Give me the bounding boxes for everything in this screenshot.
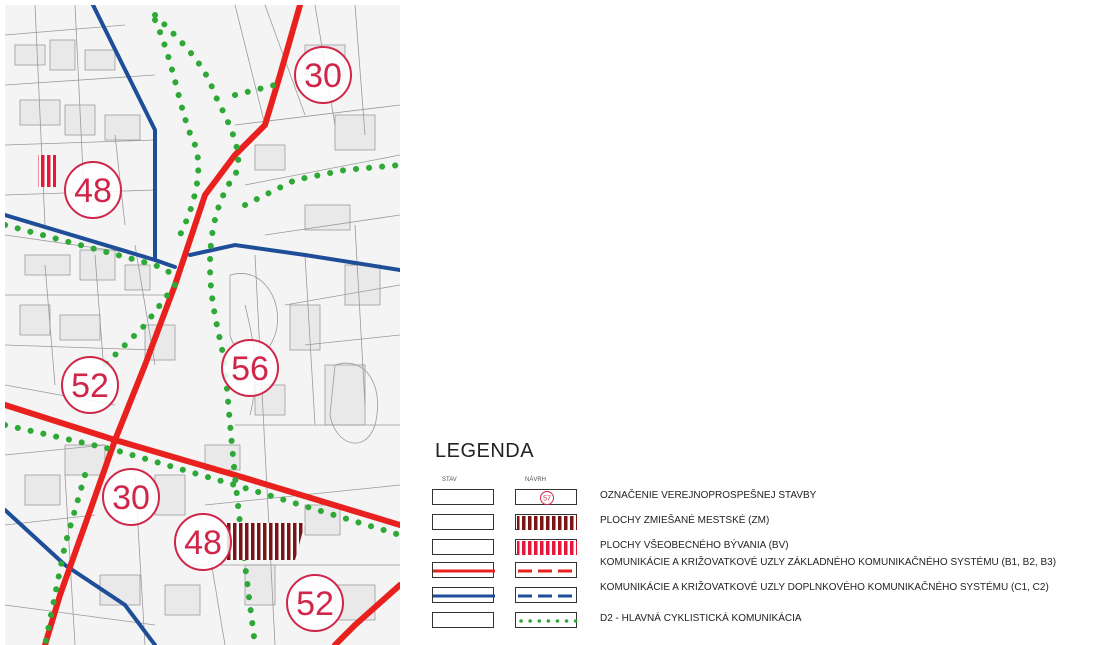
secondary-road <box>91 5 157 262</box>
legend-label: PLOCHY VŠEOBECNÉHO BÝVANIA (BV) <box>600 540 789 551</box>
stav-swatch <box>432 612 494 628</box>
main-road-stav-icon <box>432 562 495 578</box>
marker-layer: 30 48 52 56 30 48 52 <box>61 46 352 632</box>
secondary-road-layer <box>5 5 400 645</box>
map-marker-label: 30 <box>304 57 342 95</box>
legend-label: KOMUNIKÁCIE A KRIŽOVATKOVÉ UZLY DOPLNKOV… <box>600 582 1049 593</box>
secondary-road-stav-icon <box>432 587 495 603</box>
cycle-route <box>5 222 178 278</box>
cycle-route <box>152 17 202 238</box>
stav-swatch <box>432 539 494 555</box>
map-marker: 52 <box>286 574 344 632</box>
legend: LEGENDA STAV NÁVRH 57 OZNAČENIE VEREJNOP… <box>430 440 1095 640</box>
map-marker-circle <box>286 574 344 632</box>
map-marker: 30 <box>102 468 160 526</box>
map-marker: 48 <box>174 513 232 571</box>
map-marker-label: 56 <box>231 350 269 388</box>
map-marker-circle <box>102 468 160 526</box>
legend-row: PLOCHY ZMIEŠANÉ MESTSKÉ (ZM) <box>430 512 1095 534</box>
mixed-zone-hatch-icon <box>515 514 577 530</box>
main-road <box>5 402 400 528</box>
map-marker-circle <box>294 46 352 104</box>
residential-zone <box>38 155 56 187</box>
marker-icon: 57 <box>515 489 577 505</box>
legend-row: D2 - HLAVNÁ CYKLISTICKÁ KOMUNIKÁCIA <box>430 610 1095 632</box>
secondary-road-line-icon <box>515 587 577 603</box>
map-marker-circle <box>61 356 119 414</box>
secondary-road <box>5 508 157 645</box>
cycle-route <box>242 162 400 208</box>
secondary-road <box>5 213 177 269</box>
legend-col-navrh: NÁVRH <box>525 477 547 483</box>
map-marker-label: 48 <box>184 524 222 562</box>
cycle-route-layer <box>5 12 400 645</box>
residential-zone-hatch-icon <box>515 539 577 555</box>
map-marker: 56 <box>221 339 279 397</box>
cycle-route-dotted-icon <box>515 612 578 628</box>
cycle-route <box>42 472 88 645</box>
secondary-road <box>188 242 400 272</box>
main-road <box>332 582 400 645</box>
urban-plan-map: 30 48 52 56 30 48 52 <box>5 5 400 645</box>
map-marker-label: 48 <box>74 172 112 210</box>
map-marker: 52 <box>61 356 119 414</box>
legend-col-stav: STAV <box>442 477 457 483</box>
map-marker: 48 <box>64 161 122 219</box>
legend-row: KOMUNIKÁCIE A KRIŽOVATKOVÉ UZLY DOPLNKOV… <box>430 583 1095 607</box>
map-marker-circle <box>174 513 232 571</box>
map-marker: 30 <box>294 46 352 104</box>
map-marker-circle <box>64 161 122 219</box>
legend-row: 57 OZNAČENIE VEREJNOPROSPEŠNEJ STAVBY <box>430 487 1095 509</box>
stav-swatch <box>432 514 494 530</box>
legend-label: KOMUNIKÁCIE A KRIŽOVATKOVÉ UZLY ZÁKLADNÉ… <box>600 557 1057 568</box>
legend-title: LEGENDA <box>435 440 535 462</box>
stav-swatch <box>432 489 494 505</box>
map-marker-circle <box>221 339 279 397</box>
mixed-zone <box>225 523 305 560</box>
cycle-route <box>102 282 178 368</box>
legend-row: KOMUNIKÁCIE A KRIŽOVATKOVÉ UZLY ZÁKLADNÉ… <box>430 558 1095 582</box>
legend-label: PLOCHY ZMIEŠANÉ MESTSKÉ (ZM) <box>600 515 770 526</box>
legend-label: D2 - HLAVNÁ CYKLISTICKÁ KOMUNIKÁCIA <box>600 613 802 624</box>
main-road-line-icon <box>515 562 577 578</box>
map-marker-label: 52 <box>71 367 109 405</box>
legend-row: PLOCHY VŠEOBECNÉHO BÝVANIA (BV) <box>430 537 1095 559</box>
legend-label: OZNAČENIE VEREJNOPROSPEŠNEJ STAVBY <box>600 490 817 501</box>
map-marker-label: 30 <box>112 479 150 517</box>
marker-sample: 57 <box>543 496 551 503</box>
map-marker-label: 52 <box>296 585 334 623</box>
